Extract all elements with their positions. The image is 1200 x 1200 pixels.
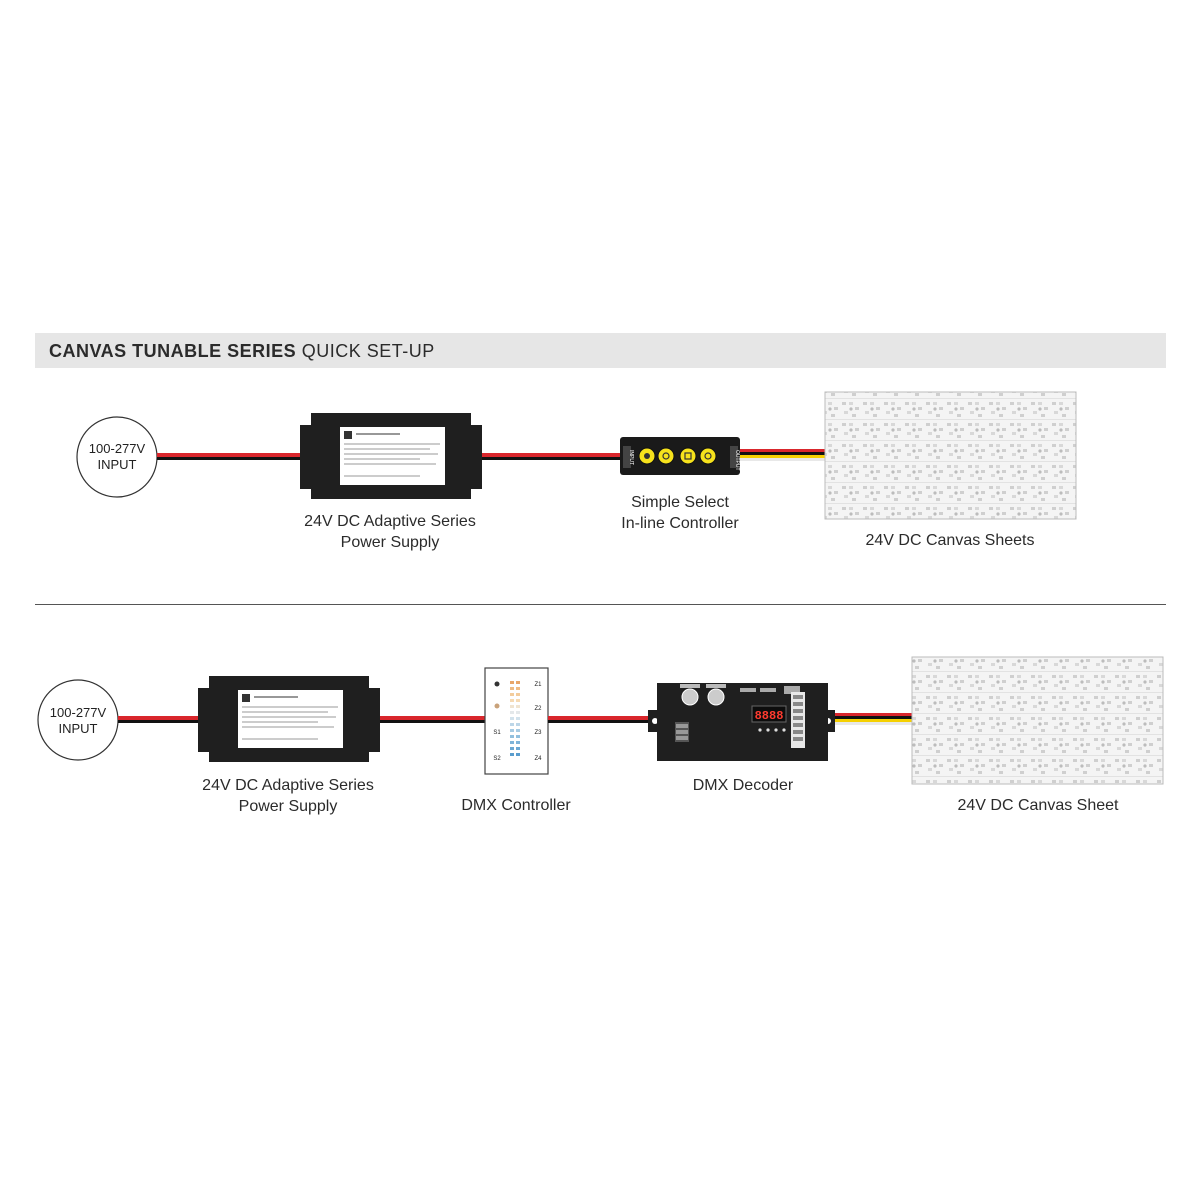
input-text-row1: INPUT bbox=[97, 457, 137, 472]
power-supply-device-row2 bbox=[198, 676, 380, 762]
dmx-controller-device: Z1 Z2 Z3 Z4 S1 S2 bbox=[484, 667, 549, 775]
controller-label-line1: Simple Select bbox=[631, 494, 729, 511]
input-voltage-row1: 100-277V bbox=[88, 441, 146, 456]
section-title-light: QUICK SET-UP bbox=[301, 341, 435, 361]
power-supply-label-row1-line2: Power Supply bbox=[340, 534, 440, 551]
section-title-bold: CANVAS TUNABLE SERIES bbox=[49, 341, 297, 361]
controller-input-tag: INPUT bbox=[628, 450, 634, 465]
canvas-sheets-panel-row1 bbox=[824, 391, 1077, 520]
wire-dmx-controller-to-decoder bbox=[548, 716, 656, 723]
power-supply-label-row2-line1: 24V DC Adaptive Series bbox=[202, 777, 374, 794]
power-supply-device-row1 bbox=[300, 413, 482, 499]
section-divider bbox=[35, 604, 1166, 605]
canvas-sheet-label-line1: 24V DC Canvas Sheet bbox=[957, 797, 1119, 814]
wire-input-to-psu-row2 bbox=[118, 716, 206, 723]
input-voltage-row2: 100-277V bbox=[49, 705, 107, 720]
dmx-scene-label-1: S1 bbox=[493, 730, 501, 736]
dmx-decoder-label: DMX Decoder bbox=[673, 775, 813, 796]
power-supply-label-row1-line1: 24V DC Adaptive Series bbox=[304, 513, 476, 530]
dmx-decoder-display: 8888 bbox=[755, 709, 784, 723]
simple-select-controller-device bbox=[620, 437, 740, 475]
wire-decoder-to-sheet bbox=[835, 713, 913, 725]
power-supply-label-row1: 24V DC Adaptive Series Power Supply bbox=[290, 511, 490, 553]
controller-label: Simple Select In-line Controller bbox=[595, 492, 765, 534]
dmx-controller-label-line1: DMX Controller bbox=[461, 797, 571, 814]
dmx-zone-label-2: Z2 bbox=[534, 706, 542, 712]
controller-output-tag: OUTPUT bbox=[734, 450, 740, 471]
wire-controller-to-sheets-row1 bbox=[740, 449, 825, 461]
canvas-sheet-panel-row2 bbox=[911, 656, 1164, 785]
dmx-zone-label-1: Z1 bbox=[534, 682, 542, 688]
wire-psu-to-controller-row1 bbox=[482, 453, 620, 460]
controller-label-line2: In-line Controller bbox=[621, 515, 739, 532]
power-supply-label-row2-line2: Power Supply bbox=[238, 798, 338, 815]
wire-input-to-psu-row1 bbox=[157, 453, 302, 460]
canvas-sheets-label-line1: 24V DC Canvas Sheets bbox=[865, 532, 1035, 549]
section-header-bar: CANVAS TUNABLE SERIES QUICK SET-UP bbox=[35, 333, 1166, 368]
canvas-sheet-label: 24V DC Canvas Sheet bbox=[918, 795, 1158, 816]
section-title: CANVAS TUNABLE SERIES QUICK SET-UP bbox=[49, 341, 435, 362]
input-label-row2: 100-277V INPUT bbox=[33, 705, 123, 737]
wire-psu-to-dmx-controller bbox=[380, 716, 485, 723]
dmx-zone-label-3: Z3 bbox=[534, 730, 542, 736]
dmx-decoder-device: 8888 bbox=[648, 683, 835, 761]
dmx-controller-label: DMX Controller bbox=[446, 795, 586, 816]
input-label-row1: 100-277V INPUT bbox=[72, 441, 162, 473]
dmx-scene-label-2: S2 bbox=[493, 756, 501, 762]
dmx-zone-label-4: Z4 bbox=[534, 756, 542, 762]
dmx-decoder-label-line1: DMX Decoder bbox=[692, 777, 794, 794]
power-supply-label-row2: 24V DC Adaptive Series Power Supply bbox=[188, 775, 388, 817]
input-text-row2: INPUT bbox=[58, 721, 98, 736]
canvas-sheets-label: 24V DC Canvas Sheets bbox=[830, 530, 1070, 551]
